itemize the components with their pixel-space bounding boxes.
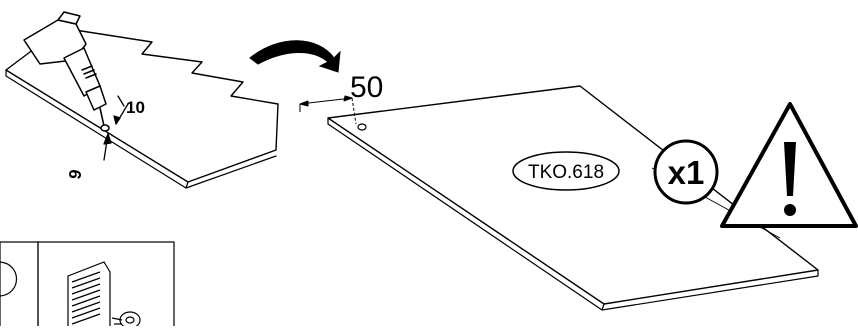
diameter-dimension (103, 133, 112, 161)
quantity-label: x1 (668, 154, 705, 191)
detail-frame-right (37, 241, 175, 331)
detail-panels (0, 241, 175, 331)
part-code-label: TKO.618 (528, 162, 604, 183)
detail-frame-left (0, 241, 39, 331)
drill-icon (23, 11, 110, 132)
offset-dimension-label: 50 (350, 71, 383, 104)
drill-diameter-label: 9 (65, 168, 85, 181)
quantity-badge: x1 (653, 139, 719, 205)
drilling-step (5, 11, 279, 189)
panel-view (299, 85, 819, 311)
part-code-badge: TKO.618 (512, 151, 620, 191)
stair-panel-edge (5, 69, 277, 189)
bracket-detail (67, 261, 111, 331)
panel-hole (357, 123, 367, 131)
drill-depth-label: 10 (126, 98, 145, 117)
depth-dimension (113, 95, 129, 125)
screw-icon (111, 311, 141, 329)
warning-triangle-icon (720, 102, 858, 228)
curved-arrow-icon (249, 40, 341, 73)
